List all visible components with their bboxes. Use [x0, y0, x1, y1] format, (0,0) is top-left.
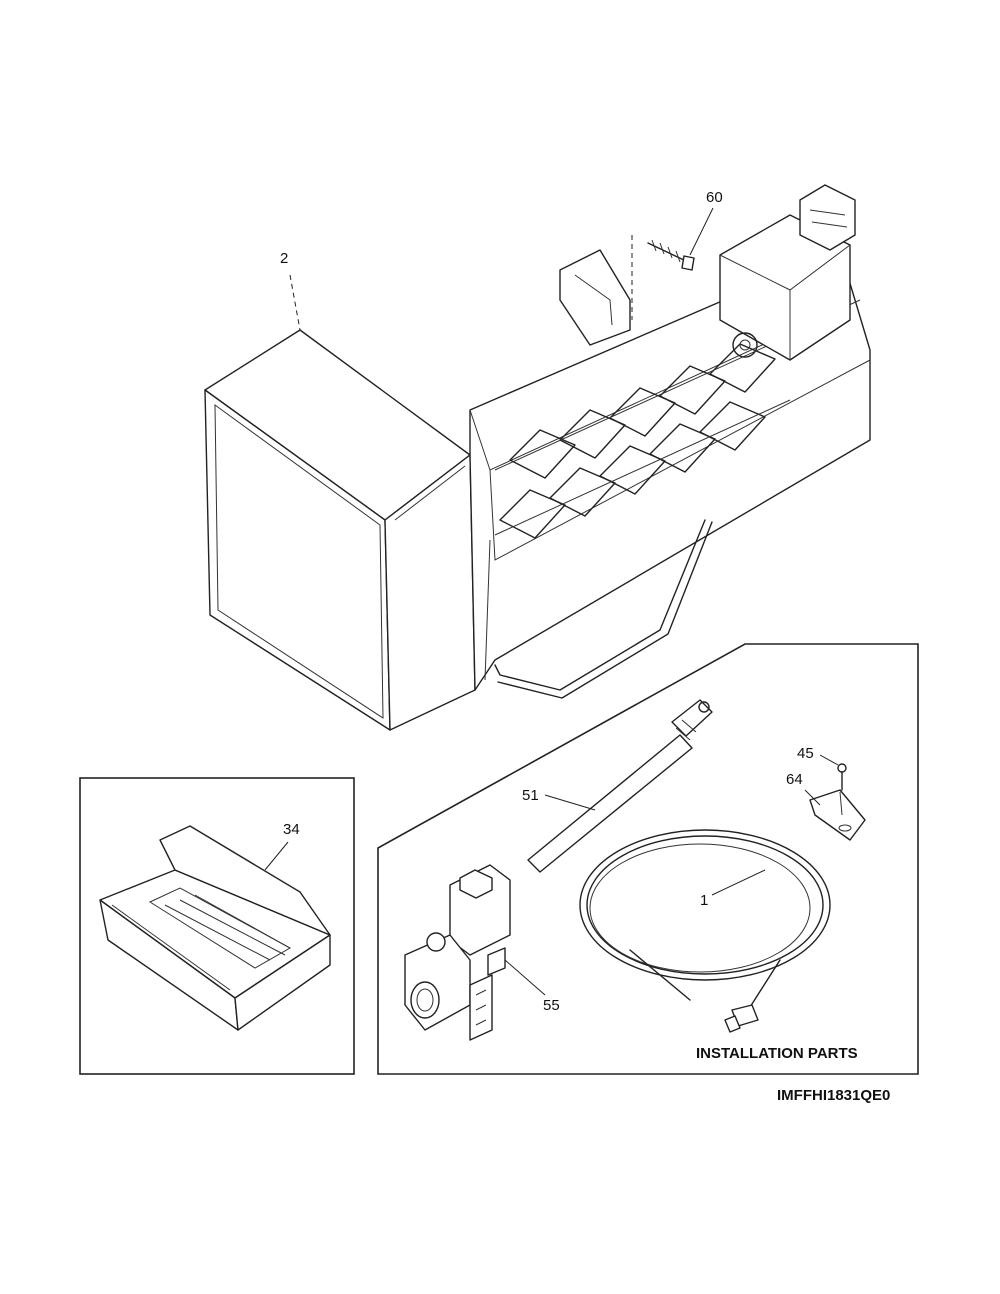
- callout-34: 34: [264, 821, 300, 871]
- screw-part-45: [837, 763, 847, 791]
- ejector-fingers: [494, 339, 791, 539]
- fill-tube-part-51: [527, 699, 713, 873]
- callout-55: 55: [504, 959, 560, 1014]
- callout-label-60: 60: [706, 189, 723, 206]
- callout-45: 45: [797, 745, 839, 766]
- bracket-part-64: [809, 789, 866, 841]
- installation-parts-frame: [377, 643, 919, 1075]
- callout-label-2: 2: [280, 250, 288, 267]
- mold-body: [469, 249, 871, 691]
- installation-parts-label: INSTALLATION PARTS: [696, 1045, 858, 1062]
- water-tubing-part-1: [579, 829, 831, 1033]
- callout-60: 60: [689, 189, 723, 256]
- screw-part-60: [647, 239, 695, 271]
- ice-bucket-frame: [79, 777, 355, 1075]
- diagram-code: IMFFHI1831QE0: [777, 1087, 890, 1104]
- thermostat-connector: [799, 184, 856, 251]
- callout-1: 1: [700, 869, 766, 909]
- callout-label-51: 51: [522, 787, 539, 804]
- callout-label-45: 45: [797, 745, 814, 762]
- water-valve-part-55: [404, 864, 511, 1041]
- callout-51: 51: [522, 787, 596, 811]
- feeler-arm: [494, 519, 706, 691]
- callout-label-64: 64: [786, 771, 803, 788]
- mounting-bracket: [559, 249, 631, 346]
- callout-label-1: 1: [700, 892, 708, 909]
- callout-2: 2: [280, 250, 301, 331]
- callout-label-34: 34: [283, 821, 300, 838]
- callout-64: 64: [786, 771, 821, 806]
- callout-label-55: 55: [543, 997, 560, 1014]
- ice-maker-assembly: [204, 184, 871, 731]
- ice-bucket-part-34: [99, 825, 331, 1031]
